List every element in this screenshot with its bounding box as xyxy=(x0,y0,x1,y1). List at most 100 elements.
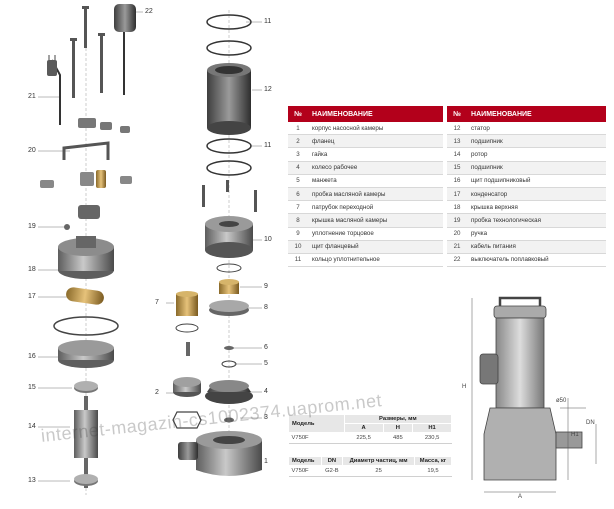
part-name: щит фланцевый xyxy=(308,240,444,254)
pump-outline-drawing xyxy=(471,296,597,493)
part-number: 14 xyxy=(447,147,468,162)
pipe-adapter-part xyxy=(175,291,199,333)
dimension-drawing: H H1 A DN ø50 xyxy=(460,284,610,504)
part-name: подшипник xyxy=(467,134,606,149)
callout-22: 22 xyxy=(145,8,153,15)
part-number: 11 xyxy=(288,253,308,268)
callout-21: 21 xyxy=(28,93,36,100)
part-number: 7 xyxy=(288,200,308,215)
callout-4: 4 xyxy=(264,388,268,395)
part-name: манжета xyxy=(308,174,444,188)
dim-col-a: A xyxy=(343,423,384,433)
handle-part xyxy=(62,141,110,160)
part-name: конденсатор xyxy=(467,187,606,202)
callout-10: 10 xyxy=(264,236,272,243)
spec-model-value: V750F xyxy=(288,465,322,477)
dimensions-table: Модель Размеры, мм A H H1 V750F 225,5 48… xyxy=(288,414,453,444)
part-name: патрубок переходной xyxy=(308,200,444,215)
table-row: V750F 225,5 485 230,5 xyxy=(288,432,452,444)
callout-12: 12 xyxy=(264,86,272,93)
part-number: 18 xyxy=(447,200,468,215)
part-name: кабель питания xyxy=(467,240,606,254)
part-name: щит подшипниковый xyxy=(467,174,606,188)
callout-14: 14 xyxy=(28,423,36,430)
parts-table-header: № НАИМЕНОВАНИЕ № НАИМЕНОВАНИЕ xyxy=(288,106,606,122)
oil-chamber-cover-part xyxy=(209,300,249,316)
spec-mass-value: 19,5 xyxy=(414,465,452,477)
impeller-part xyxy=(205,380,253,404)
part-number: 20 xyxy=(447,227,468,241)
callout-13: 13 xyxy=(28,477,36,484)
callout-3: 3 xyxy=(264,414,268,421)
part-name: крышка верхняя xyxy=(467,200,606,215)
part-number: 19 xyxy=(447,213,468,228)
part-number: 6 xyxy=(288,187,308,202)
header-name-left: НАИМЕНОВАНИЕ xyxy=(308,106,444,122)
header-no-right: № xyxy=(447,106,468,122)
part-name: статор xyxy=(467,122,606,136)
part-number: 4 xyxy=(288,161,308,175)
callout-11-mid: 11 xyxy=(264,142,272,149)
dim-h-value: 485 xyxy=(383,432,413,444)
specs-table: Модель DN Диаметр частиц, мм Масса, кг V… xyxy=(288,456,452,477)
callout-9: 9 xyxy=(264,283,268,290)
dim-label-a: A xyxy=(518,494,523,500)
header-name-right: НАИМЕНОВАНИЕ xyxy=(467,106,606,122)
dim-label-dn: DN xyxy=(586,420,595,426)
part-number: 10 xyxy=(288,240,308,254)
dim-label-h: H xyxy=(462,384,467,390)
part-name: подшипник xyxy=(467,161,606,175)
part-number: 8 xyxy=(288,213,308,228)
part-number: 1 xyxy=(288,122,308,136)
dim-h1-value: 230,5 xyxy=(412,432,452,444)
bearing-shield-part xyxy=(53,316,119,368)
part-name: выключатель поплавковый xyxy=(467,253,606,268)
part-name: ручка xyxy=(467,227,606,241)
spec-diameter-value: 25 xyxy=(342,465,415,477)
callout-8: 8 xyxy=(264,304,268,311)
dim-col-h: H xyxy=(382,423,414,433)
header-no-left: № xyxy=(288,106,308,122)
part-name: пробка масляной камеры xyxy=(308,187,444,202)
callout-11-top: 11 xyxy=(264,18,272,25)
callout-17: 17 xyxy=(28,293,36,300)
part-name: крышка масляной камеры xyxy=(308,213,444,228)
part-name: ротор xyxy=(467,147,606,162)
pump-chamber-body-part xyxy=(178,431,262,476)
part-number: 13 xyxy=(447,134,468,149)
cable-part xyxy=(47,55,61,125)
part-number: 15 xyxy=(447,161,468,175)
spec-dn-value: G2-B xyxy=(321,465,343,477)
part-name: фланец xyxy=(308,134,444,149)
spec-col-mass: Масса, кг xyxy=(414,456,452,466)
dim-model-value: V750F xyxy=(288,432,345,444)
part-name: колесо рабочее xyxy=(308,161,444,175)
spec-col-model: Модель xyxy=(288,456,322,466)
dim-a-value: 225,5 xyxy=(344,432,384,444)
exploded-view: 21 20 19 18 17 16 15 14 13 22 11 12 11 1… xyxy=(0,0,285,504)
capacitor-part xyxy=(66,287,104,305)
flange-part xyxy=(172,377,202,429)
callout-16: 16 xyxy=(28,353,36,360)
rotor-part xyxy=(74,396,98,488)
part-number: 21 xyxy=(447,240,468,254)
flange-shield-part xyxy=(205,216,253,273)
callout-18: 18 xyxy=(28,266,36,273)
part-number: 3 xyxy=(288,147,308,162)
callout-19: 19 xyxy=(28,223,36,230)
part-number: 12 xyxy=(447,122,468,136)
top-cover-part xyxy=(58,236,114,279)
part-name: корпус насосной камеры xyxy=(308,122,444,136)
callout-2: 2 xyxy=(155,389,159,396)
part-name: кольцо уплотнительное xyxy=(308,253,444,268)
